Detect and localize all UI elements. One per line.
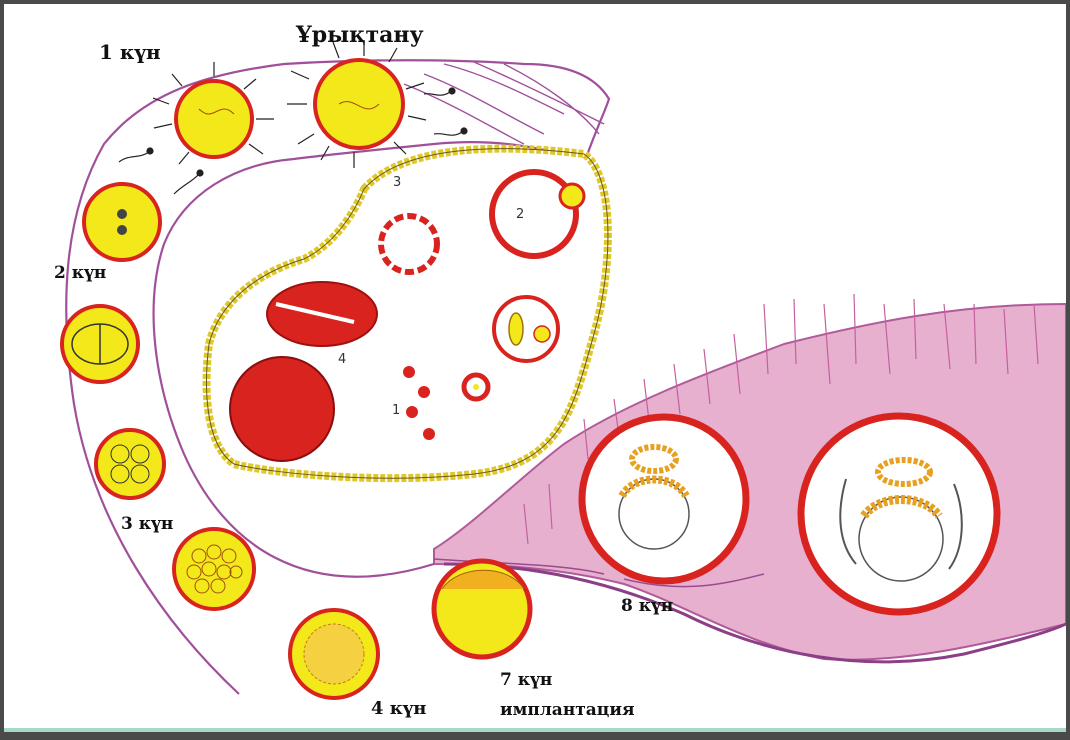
corpus-albicans: [230, 357, 334, 461]
embryo-4-cell: [96, 430, 164, 498]
label-fertilization: Ұрықтану: [295, 22, 424, 48]
label-day4: 4 күн: [371, 698, 426, 719]
ovarian-follicle-2: [492, 172, 576, 256]
blastocyst-implantation: [434, 561, 530, 657]
embryo-zygote: [84, 184, 160, 260]
label-day2: 2 күн: [54, 263, 106, 283]
embryo-day8-left: [582, 417, 746, 581]
embryo-day8-right: [801, 416, 997, 612]
ovary-number-3: 3: [393, 175, 401, 190]
label-implantation: имплантация: [500, 700, 635, 720]
diagram-canvas: 1 2 3 4: [4, 4, 1066, 732]
embryo-day4-morula: [290, 610, 378, 698]
fimbriae: [404, 62, 604, 144]
embryo-2-cell: [62, 306, 138, 382]
ovary-number-1: 1: [392, 403, 400, 418]
label-day7: 7 күн: [500, 670, 552, 690]
label-day8: 8 күн: [621, 596, 673, 616]
ovary-number-2: 2: [516, 207, 524, 222]
ovary-number-4: 4: [338, 352, 346, 367]
label-day3: 3 күн: [121, 514, 173, 534]
embryo-development-diagram: 1 2 3 4: [4, 4, 1066, 732]
bottom-border: [4, 728, 1066, 732]
label-day1: 1 күн: [99, 40, 161, 64]
embryo-morula: [174, 529, 254, 609]
